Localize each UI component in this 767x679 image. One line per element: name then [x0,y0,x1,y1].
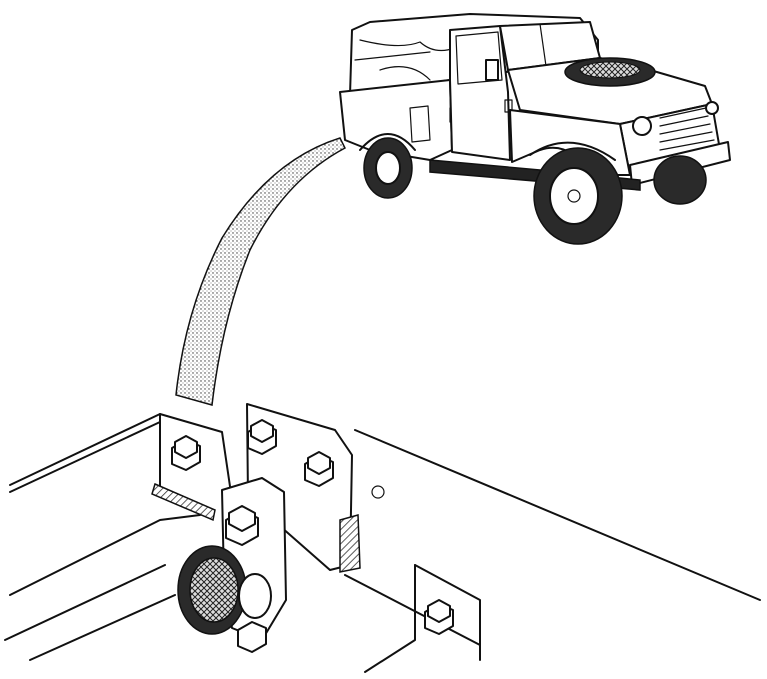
front-wheel-hub [549,167,599,225]
chassis-rail-top-inner [9,421,161,493]
side-mirror [485,59,499,81]
bolt-plate-right [304,451,334,487]
crossmember-plate-side [414,564,481,661]
callout-arc [175,137,346,406]
rear-wheel-arch [359,133,416,151]
chassis-rail-mid [9,514,201,596]
chassis-rail-top [9,413,233,501]
crossmember-plate [364,564,416,673]
front-wheel-center [567,189,581,203]
windscreen-pillar [539,23,547,67]
far-front-wheel [653,155,707,205]
vehicle-front-door [449,25,511,161]
bolt-plate-upper [247,419,277,455]
chassis-rail-lower-inner [4,564,166,641]
chassis-rail-lower [29,594,176,661]
chassis-detail [4,403,761,673]
headlamp-right [705,101,719,115]
plate-weld [339,514,361,573]
chassis-hole [371,485,385,499]
bush-knurl [189,557,239,623]
headlamp-left [632,116,652,136]
bolt-top-left [171,435,201,471]
vehicle-illustration [339,13,731,245]
bolt-bracket-main [225,505,259,546]
rear-side-door [409,105,431,143]
door-window [455,31,503,85]
rear-wheel-hub [375,151,401,185]
bush-eye [238,573,272,619]
crossmember-top [354,429,761,601]
front-wheel-arch [529,141,616,161]
crossmember-bottom [344,574,481,646]
bolt-bracket-lower [237,621,267,653]
grille-slats [659,107,715,151]
bolt-crossmember [424,599,454,635]
spare-wheel-tread [579,61,641,79]
weld-bead [151,482,216,522]
